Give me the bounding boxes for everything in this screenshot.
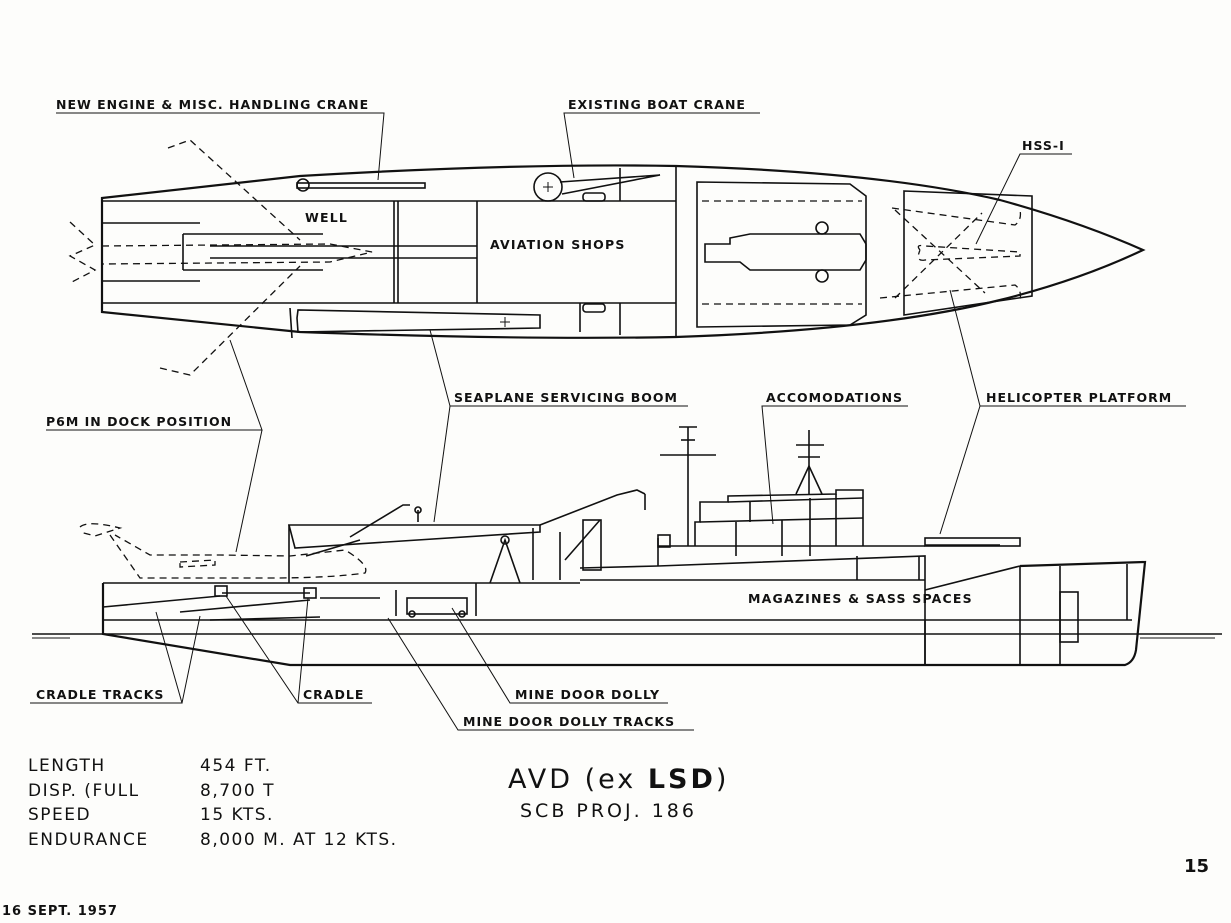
mine-door-dolly bbox=[395, 590, 468, 618]
callout-mine-door-dolly: MINE DOOR DOLLY bbox=[515, 687, 660, 702]
spec-row-speed: SPEED 15 KTS. bbox=[28, 805, 398, 830]
engine-crane-plan bbox=[296, 182, 426, 189]
callout-helicopter-platform: HELICOPTER PLATFORM bbox=[986, 390, 1172, 405]
callouts: NEW ENGINE & MISC. HANDLING CRANE EXISTI… bbox=[30, 97, 1186, 731]
accommodation-blocks bbox=[694, 489, 864, 556]
cradle-front bbox=[214, 585, 228, 597]
boat-crane-plan bbox=[533, 172, 563, 202]
spec-label: DISP. (FULL bbox=[28, 780, 140, 801]
masts bbox=[660, 426, 824, 546]
spec-row-displacement: DISP. (FULL 8,700 T bbox=[28, 781, 398, 806]
label-magazines: MAGAZINES & SASS SPACES bbox=[748, 591, 973, 606]
cradle-rear bbox=[303, 587, 317, 599]
label-well: WELL bbox=[305, 210, 348, 225]
callout-hss1: HSS-I bbox=[1022, 138, 1065, 153]
helicopter-platform-plan bbox=[903, 190, 1033, 316]
title-suffix: ) bbox=[715, 764, 730, 795]
p6m-profile-outline bbox=[79, 523, 367, 579]
spec-value: 454 FT. bbox=[200, 756, 272, 776]
p6m-plan-outline bbox=[68, 139, 373, 376]
label-aviation-shops: AVIATION SHOPS bbox=[490, 237, 626, 252]
profile-view bbox=[32, 426, 1222, 667]
drawing-date: 16 SEPT. 1957 bbox=[2, 904, 118, 919]
callout-cradle: CRADLE bbox=[303, 687, 364, 702]
title-prefix: AVD (ex bbox=[508, 764, 648, 795]
callout-seaplane-boom: SEAPLANE SERVICING BOOM bbox=[454, 390, 678, 405]
callout-mine-door-dolly-tracks: MINE DOOR DOLLY TRACKS bbox=[463, 714, 675, 729]
profile-hull bbox=[101, 560, 1147, 667]
seaplane-boom-plan bbox=[296, 309, 541, 333]
spec-label: ENDURANCE bbox=[28, 829, 149, 850]
callout-p6m-dock: P6M IN DOCK POSITION bbox=[46, 414, 232, 429]
spec-row-length: LENGTH 454 FT. bbox=[28, 756, 398, 781]
spec-label: SPEED bbox=[28, 805, 92, 825]
seaplane-boom-profile bbox=[287, 489, 646, 584]
plan-hull-outline bbox=[100, 164, 1146, 339]
spec-row-endurance: ENDURANCE 8,000 M. AT 12 KTS. bbox=[28, 830, 398, 855]
callout-existing-boat-crane: EXISTING BOAT CRANE bbox=[568, 97, 746, 112]
page-number: 15 bbox=[1184, 856, 1210, 877]
callout-new-engine-crane: NEW ENGINE & MISC. HANDLING CRANE bbox=[56, 97, 369, 112]
specs-table: LENGTH 454 FT. DISP. (FULL 8,700 T SPEED… bbox=[28, 756, 398, 854]
spec-value: 8,000 M. AT 12 KTS. bbox=[200, 829, 398, 850]
plan-view bbox=[68, 139, 1146, 376]
spec-value: 15 KTS. bbox=[200, 805, 274, 825]
spec-label: LENGTH bbox=[28, 756, 106, 776]
drawing-title: AVD (ex LSD) bbox=[508, 764, 729, 795]
callout-cradle-tracks: CRADLE TRACKS bbox=[36, 687, 164, 702]
spec-value: 8,700 T bbox=[200, 780, 275, 801]
cradle-tracks bbox=[102, 585, 380, 621]
title-bold: LSD bbox=[647, 764, 716, 795]
drawing-subtitle: SCB PROJ. 186 bbox=[520, 800, 697, 822]
callout-accomodations: ACCOMODATIONS bbox=[766, 390, 903, 405]
